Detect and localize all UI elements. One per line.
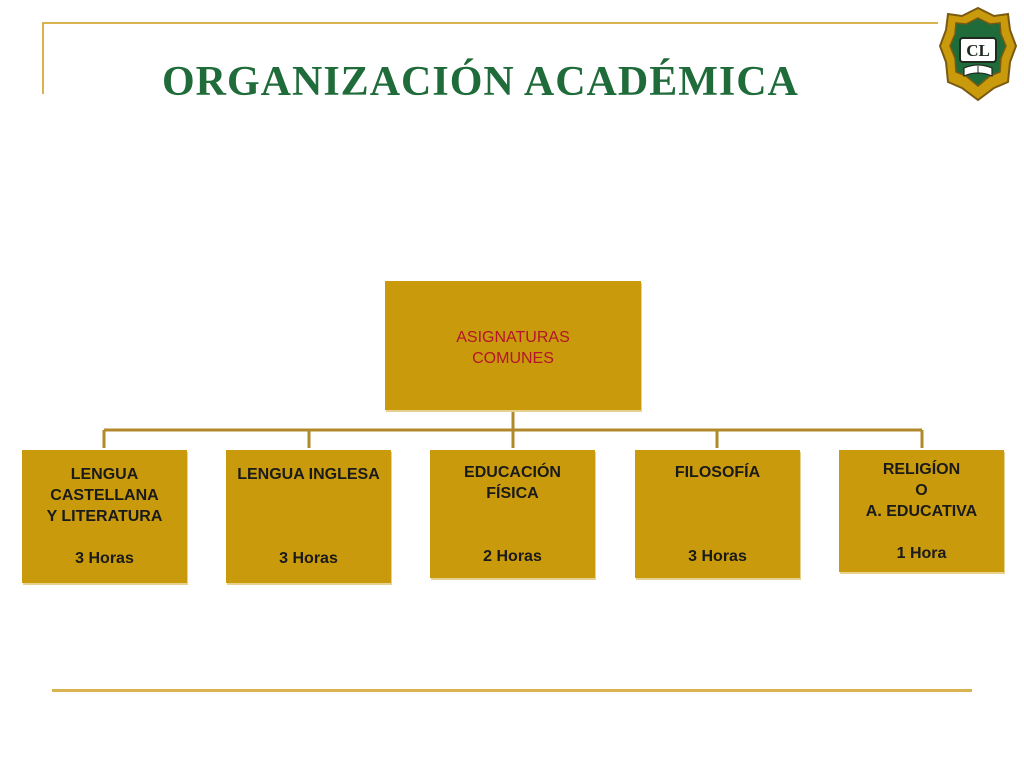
slide-title: ORGANIZACIÓN ACADÉMICA	[162, 59, 799, 105]
subject-label: LENGUA	[70, 466, 139, 483]
subject-hours: 3 Horas	[75, 550, 134, 567]
subject-hours: 3 Horas	[688, 548, 747, 565]
subject-label: LENGUA INGLESA	[237, 466, 380, 483]
subject-label: FÍSICA	[486, 485, 539, 502]
subject-spacer	[226, 506, 391, 527]
subject-spacer	[635, 504, 800, 525]
subject-label: RELIGÍON	[882, 461, 961, 478]
subject-label: FILOSOFÍA	[674, 464, 761, 481]
subject-node-filosofia: FILOSOFÍA 3 Horas	[635, 450, 800, 578]
school-crest-logo: CL	[938, 6, 1018, 102]
subject-label: A. EDUCATIVA	[865, 503, 978, 520]
frame-left-rule	[42, 22, 44, 94]
root-node-label: COMUNES	[472, 350, 554, 367]
frame-top-rule	[42, 22, 938, 24]
subject-node-lengua-castellana: LENGUA CASTELLANA Y LITERATURA 3 Horas	[22, 450, 187, 583]
subject-label: Y LITERATURA	[46, 508, 163, 525]
subject-spacer	[430, 504, 595, 525]
subject-label: EDUCACIÓN	[464, 464, 561, 481]
root-node-asignaturas-comunes: ASIGNATURAS COMUNES	[385, 281, 641, 410]
subject-spacer	[635, 525, 800, 546]
root-node-label: ASIGNATURAS	[456, 329, 570, 346]
logo-monogram: CL	[966, 41, 990, 60]
subject-label: O	[915, 482, 928, 499]
subject-spacer	[226, 527, 391, 548]
subject-node-educacion-fisica: EDUCACIÓN FÍSICA 2 Horas	[430, 450, 595, 578]
subject-spacer	[226, 485, 391, 506]
subject-node-lengua-inglesa: LENGUA INGLESA 3 Horas	[226, 450, 391, 583]
subject-node-religion: RELIGÍON O A. EDUCATIVA 1 Hora	[839, 450, 1004, 572]
subject-hours: 3 Horas	[279, 550, 338, 567]
subject-label: CASTELLANA	[50, 487, 159, 504]
subject-spacer	[430, 525, 595, 546]
subject-spacer	[22, 527, 187, 548]
subject-hours: 2 Horas	[483, 548, 542, 565]
subject-spacer	[635, 483, 800, 504]
bottom-rule	[52, 689, 972, 692]
subject-spacer	[839, 522, 1004, 543]
subject-hours: 1 Hora	[896, 545, 947, 562]
